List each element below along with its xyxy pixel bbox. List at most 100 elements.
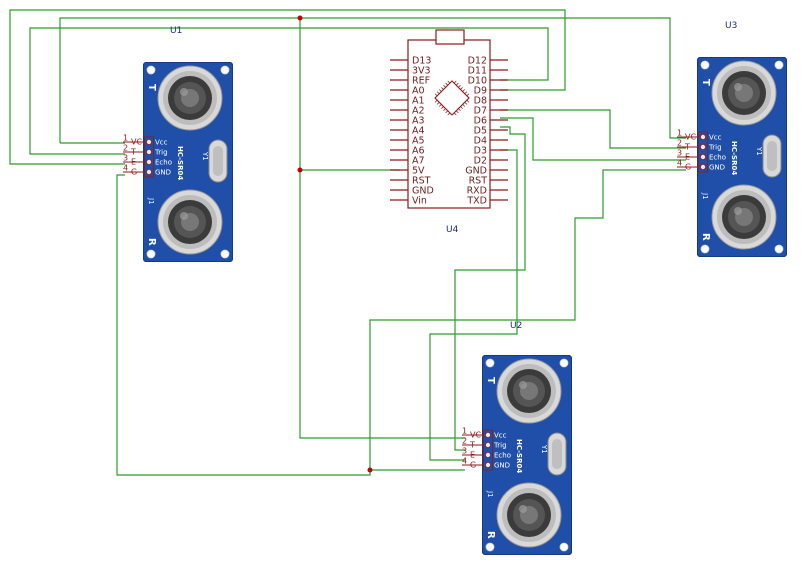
receiver-mark: R <box>700 233 711 241</box>
crystal-label: Y1 <box>540 444 548 454</box>
arduino-pin-label-rxd: RXD <box>467 186 487 197</box>
wire-u3-gnd-u2 <box>369 169 686 470</box>
crystal-label: Y1 <box>755 146 763 156</box>
sensor-ref-u3: U3 <box>725 21 737 31</box>
junction-top <box>297 15 303 21</box>
arduino-pin-label-a1: A1 <box>412 96 425 107</box>
sensor-model: HC-SR04 <box>176 146 184 180</box>
sensor-pin-short: VC <box>131 138 142 147</box>
sensor-model: HC-SR04 <box>730 141 738 175</box>
header-pad <box>146 169 152 176</box>
header-pad <box>700 144 706 151</box>
mounting-hole <box>700 244 710 254</box>
arduino-pin-label-d3: D3 <box>474 146 487 157</box>
header-pad <box>700 154 706 161</box>
sensor-pin-number: 3 <box>123 154 128 163</box>
receiver-icon <box>157 189 223 255</box>
mounting-hole <box>700 60 710 70</box>
sensor-pin-label: Vcc <box>494 432 507 440</box>
chip-icon <box>434 80 470 116</box>
receiver-mark: R <box>146 238 157 246</box>
sensor-pin-short: VC <box>685 133 696 142</box>
arduino-pin-label-a0: A0 <box>412 86 425 97</box>
header-pad <box>485 432 491 439</box>
sensor-pin-label: Echo <box>709 154 726 162</box>
transmitter-icon <box>711 60 777 126</box>
arduino-pin-label-vin: Vin <box>412 196 427 207</box>
sensor-pin-short: T <box>469 441 475 450</box>
transmitter-mark: T <box>700 79 711 86</box>
arduino-pin-label-ref: REF <box>412 76 430 87</box>
arduino-pin-label-3v3: 3V3 <box>412 66 431 77</box>
sensor-pin-number: 1 <box>462 427 467 436</box>
arduino-pin-label-d4: D4 <box>474 136 487 147</box>
arduino-pin-label-d13: D13 <box>412 56 431 67</box>
sensor-pin-label: Trig <box>493 442 507 450</box>
receiver-mark: R <box>485 531 496 539</box>
sensor-pin-number: 1 <box>677 129 682 138</box>
junction-gnd <box>367 467 373 473</box>
header-pad <box>485 452 491 459</box>
mounting-hole <box>220 65 230 75</box>
arduino-pin-label-d2: D2 <box>474 156 487 167</box>
wire-d5-u2-trig <box>454 126 526 451</box>
header-pad <box>485 442 491 449</box>
transmitter-icon <box>157 65 223 131</box>
arduino-pin-label-d7: D7 <box>474 106 487 117</box>
header-label: J1 <box>486 490 494 498</box>
sensor-pin-label: Echo <box>494 452 511 460</box>
sensor-pin-short: E <box>685 153 690 162</box>
receiver-icon <box>496 482 562 548</box>
mounting-hole <box>146 249 156 259</box>
sensor-pin-label: Trig <box>708 144 722 152</box>
header-label: J1 <box>701 192 709 200</box>
transmitter-icon <box>496 358 562 424</box>
arduino-pin-label-d10: D10 <box>468 76 487 87</box>
pin-header-outline <box>483 429 493 471</box>
mounting-hole <box>146 65 156 75</box>
sensor-pin-label: GND <box>155 169 171 177</box>
wire-d10-u1-trig <box>29 27 549 155</box>
sensor-pin-label: Echo <box>155 159 172 167</box>
sensor-pin-number: 3 <box>462 447 467 456</box>
sensor-model: HC-SR04 <box>515 439 523 473</box>
sensor-pin-number: 4 <box>123 164 128 173</box>
arduino-pin-label-a5: A5 <box>412 136 425 147</box>
sensor-ref-u2: U2 <box>510 321 522 331</box>
header-pad <box>146 159 152 166</box>
sensor-pin-number: 2 <box>677 139 682 148</box>
sensor-pin-label: GND <box>494 462 510 470</box>
sensor-pin-number: 4 <box>677 159 682 168</box>
sensor-pin-short: G <box>131 168 137 177</box>
header-pad <box>485 462 491 469</box>
wires <box>9 9 686 476</box>
wire-u1-gnd-u2 <box>116 174 465 476</box>
arduino-pin-label-a4: A4 <box>412 126 425 137</box>
sensor-pin-short: E <box>131 158 136 167</box>
sensor-pin-short: G <box>685 163 691 172</box>
arduino-pin-label-gnd: GND <box>465 166 487 177</box>
arduino-pin-label-d6: D6 <box>474 116 487 127</box>
arduino-pin-label-a6: A6 <box>412 146 425 157</box>
header-pad <box>146 139 152 146</box>
sensor-pin-short: T <box>130 148 136 157</box>
mounting-hole <box>559 358 569 368</box>
pin-header-outline <box>144 136 154 178</box>
header-pad <box>146 149 152 156</box>
sensor-pin-label: Vcc <box>709 134 722 142</box>
sensor-pin-number: 4 <box>462 457 467 466</box>
wire-u2-echo <box>429 149 518 461</box>
sensor-ref-u1: U1 <box>170 26 182 36</box>
mounting-hole <box>485 542 495 552</box>
sensor-pin-label: GND <box>709 164 725 172</box>
wire-d9-u1-vcc <box>9 9 566 165</box>
arduino-usb <box>435 29 465 45</box>
mounting-hole <box>220 249 230 259</box>
sensor-pin-number: 2 <box>123 144 128 153</box>
arduino-pin-label-d8: D8 <box>474 96 487 107</box>
